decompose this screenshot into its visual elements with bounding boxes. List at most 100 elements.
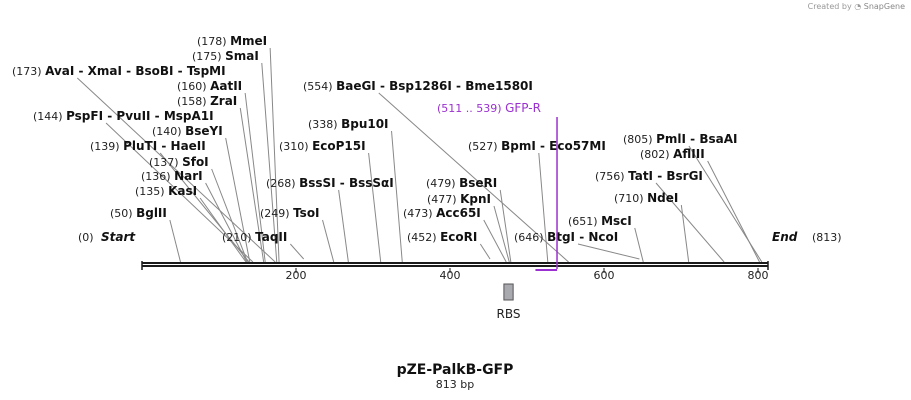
site-label-smai[interactable]: (175) SmaI [192,49,259,63]
site-label-msci[interactable]: (651) MscI [568,214,632,228]
svg-text:(210) TaqII: (210) TaqII [222,230,287,244]
enzyme-name[interactable]: AvaI [45,64,74,78]
site-label-avai[interactable]: (173) AvaI - XmaI - BsoBI - TspMI [12,64,226,78]
enzyme-name[interactable]: XmaI [88,64,122,78]
site-label-line [483,219,507,263]
enzyme-name[interactable]: BssSI [299,176,336,190]
enzyme-name[interactable]: BpmI [501,139,536,153]
svg-text:(178) MmeI: (178) MmeI [197,34,267,48]
site-label-tsoi[interactable]: (249) TsoI [260,206,320,220]
svg-text:(160) AatII: (160) AatII [177,79,242,93]
enzyme-name[interactable]: PluTI [123,139,157,153]
enzyme-name[interactable]: KpnI [460,192,491,206]
site-separator: - [452,79,465,93]
site-separator: - [575,230,588,244]
site-label-kasi[interactable]: (135) KasI [135,184,197,198]
site-label-bpmi[interactable]: (527) BpmI - Eco57MI [468,139,606,153]
feature-box[interactable] [503,283,514,301]
site-position: (338) [308,118,341,131]
site-label-nari[interactable]: (136) NarI [141,169,203,183]
site-label-baegi[interactable]: (554) BaeGI - Bsp1286I - Bme1580I [303,79,533,93]
enzyme-name[interactable]: AatII [210,79,242,93]
site-label-ndei[interactable]: (710) NdeI [614,191,678,205]
site-label-bsssi[interactable]: (268) BssSI - BssSαI [266,176,394,190]
site-label-line [378,92,569,263]
site-separator: - [151,109,164,123]
site-label-pspfi[interactable]: (144) PspFI - PvuII - MspA1I [33,109,214,123]
site-position: (139) [90,140,123,153]
enzyme-name[interactable]: BtgI [547,230,575,244]
site-label-zrai[interactable]: (158) ZraI [177,94,237,108]
site-label-kpni[interactable]: (477) KpnI [427,192,491,206]
enzyme-name[interactable]: NarI [174,169,203,183]
enzyme-name[interactable]: Bsp1286I [389,79,452,93]
site-label-line [493,205,510,263]
enzyme-name[interactable]: PvuII [116,109,150,123]
enzyme-name[interactable]: PmlI [656,132,686,146]
enzyme-name[interactable]: TaqII [255,230,287,244]
primer-gfp-r[interactable]: (511 .. 539) GFP-R [437,101,558,271]
site-label-bpu10i[interactable]: (338) Bpu10I [308,117,389,131]
site-label-line [322,219,335,263]
site-label-mmei[interactable]: (178) MmeI [197,34,267,48]
site-label-line [244,92,266,263]
enzyme-name[interactable]: Bme1580I [465,79,533,93]
enzyme-name[interactable]: BssSαI [349,176,394,190]
enzyme-name[interactable]: BsaAI [699,132,737,146]
enzyme-name[interactable]: PspFI [66,109,103,123]
enzyme-name[interactable]: KasI [168,184,197,198]
svg-text:(175) SmaI: (175) SmaI [192,49,259,63]
enzyme-name[interactable]: BglII [136,206,167,220]
site-label-sfoi[interactable]: (137) SfoI [149,155,209,169]
site-position: (50) [110,207,136,220]
site-label-bseyi[interactable]: (140) BseYI [152,124,223,138]
enzyme-name[interactable]: NdeI [647,191,678,205]
site-label-pluti[interactable]: (139) PluTI - HaeII [90,139,206,153]
site-label-tati[interactable]: (756) TatI - BsrGI [595,169,703,183]
enzyme-name[interactable]: Bpu10I [341,117,388,131]
enzyme-name[interactable]: BsrGI [666,169,703,183]
enzyme-name[interactable]: MscI [601,214,632,228]
enzyme-name[interactable]: ZraI [210,94,237,108]
primer-name[interactable]: GFP-R [505,101,541,115]
site-label-afliii[interactable]: (802) AflIII [640,147,705,161]
enzyme-name[interactable]: EcoP15I [312,139,366,153]
site-label-ecori[interactable]: (452) EcoRI [407,230,477,244]
enzyme-name[interactable]: TsoI [293,206,319,220]
svg-text:(452) EcoRI: (452) EcoRI [407,230,477,244]
end-label[interactable]: End [772,230,798,244]
enzyme-name[interactable]: Eco57MI [549,139,606,153]
feature-rbs[interactable]: RBS [497,283,521,321]
enzyme-name[interactable]: MmeI [230,34,267,48]
enzyme-name[interactable]: Acc65I [436,206,481,220]
svg-text:(173) AvaI - XmaI - BsoBI: (173) AvaI - XmaI - BsoBI - TspMI [12,64,226,78]
site-label-bglii[interactable]: (50) BglII [110,206,167,220]
site-label-bseri[interactable]: (479) BseRI [426,176,497,190]
enzyme-name[interactable]: HaeII [171,139,206,153]
enzyme-name[interactable]: BseRI [459,176,497,190]
snapgene-credit: Created by ◔ SnapGene [808,2,905,11]
enzyme-name[interactable]: AflIII [673,147,705,161]
enzyme-name[interactable]: BaeGI [336,79,376,93]
enzyme-name[interactable]: SmaI [225,49,259,63]
enzyme-name[interactable]: BsoBI [135,64,173,78]
site-label-line [205,182,248,263]
site-label-btgi[interactable]: (646) BtgI - NcoI [514,230,618,244]
enzyme-name[interactable]: SfoI [182,155,209,169]
site-label-pmli[interactable]: (805) PmlI - BsaAI [623,132,737,146]
enzyme-name[interactable]: TatI [628,169,653,183]
site-position: (710) [614,192,647,205]
site-position: (173) [12,65,45,78]
start-label[interactable]: Start [101,230,136,244]
site-label-taqii[interactable]: (210) TaqII [222,230,287,244]
enzyme-name[interactable]: TspMI [187,64,226,78]
enzyme-name[interactable]: BseYI [185,124,223,138]
enzyme-name[interactable]: NcoI [588,230,618,244]
site-label-ecop15i[interactable]: (310) EcoP15I [279,139,366,153]
enzyme-name[interactable]: EcoRI [440,230,477,244]
enzyme-name[interactable]: MspA1I [164,109,214,123]
site-label-aatii[interactable]: (160) AatII [177,79,242,93]
site-position: (646) [514,231,547,244]
site-label-acc65i[interactable]: (473) Acc65I [403,206,481,220]
